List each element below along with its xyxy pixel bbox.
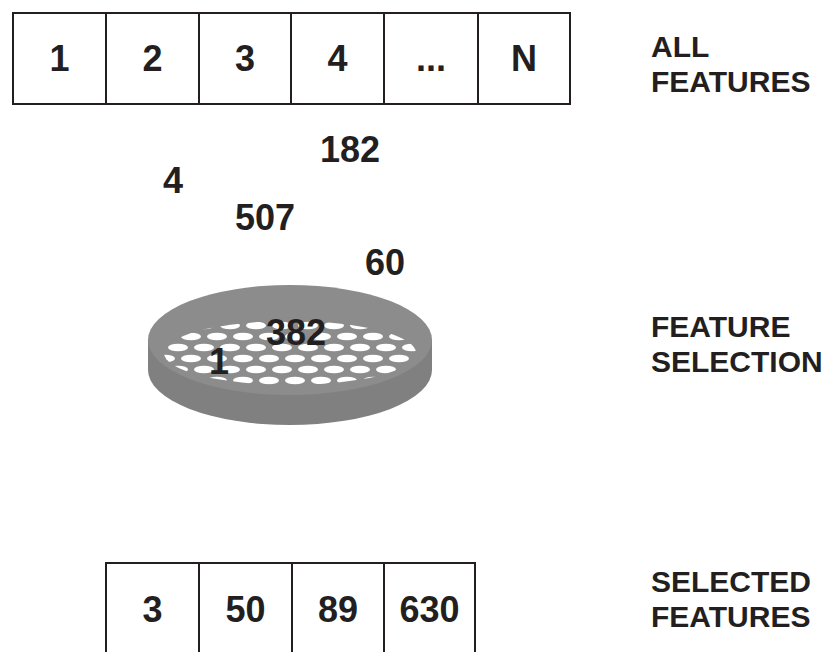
sieve-top bbox=[148, 285, 432, 395]
stage-label: SELECTED FEATURES bbox=[651, 565, 831, 634]
stage-label: ALL FEATURES bbox=[651, 30, 831, 99]
feature-number: 382 bbox=[266, 315, 326, 351]
feature-number: 4 bbox=[163, 163, 183, 199]
feature-cell: 1 bbox=[12, 12, 107, 105]
feature-number: 89 bbox=[318, 592, 358, 628]
feature-number: 3 bbox=[142, 592, 162, 628]
feature-number: 50 bbox=[225, 592, 265, 628]
feature-cell: N bbox=[477, 12, 571, 105]
feature-number: 2 bbox=[142, 41, 162, 77]
feature-number: 60 bbox=[365, 245, 405, 281]
feature-cell: 50 bbox=[198, 562, 293, 652]
feature-number: 1 bbox=[49, 41, 69, 77]
feature-cell: 89 bbox=[291, 562, 385, 652]
feature-number: N bbox=[511, 41, 537, 77]
feature-cell: 3 bbox=[105, 562, 200, 652]
feature-number: 1 bbox=[209, 344, 229, 380]
feature-cell: 630 bbox=[383, 562, 476, 652]
feature-number: 630 bbox=[399, 592, 459, 628]
feature-number: ... bbox=[416, 41, 446, 77]
feature-cell: ... bbox=[383, 12, 479, 105]
feature-number: 4 bbox=[327, 41, 347, 77]
feature-number: 3 bbox=[235, 41, 255, 77]
feature-cell: 2 bbox=[105, 12, 200, 105]
stage-label: FEATURE SELECTION bbox=[651, 310, 831, 379]
sieve bbox=[148, 285, 432, 425]
feature-number: 182 bbox=[320, 132, 380, 168]
feature-cell: 4 bbox=[290, 12, 385, 105]
feature-cell: 3 bbox=[198, 12, 292, 105]
feature-number: 507 bbox=[235, 200, 295, 236]
